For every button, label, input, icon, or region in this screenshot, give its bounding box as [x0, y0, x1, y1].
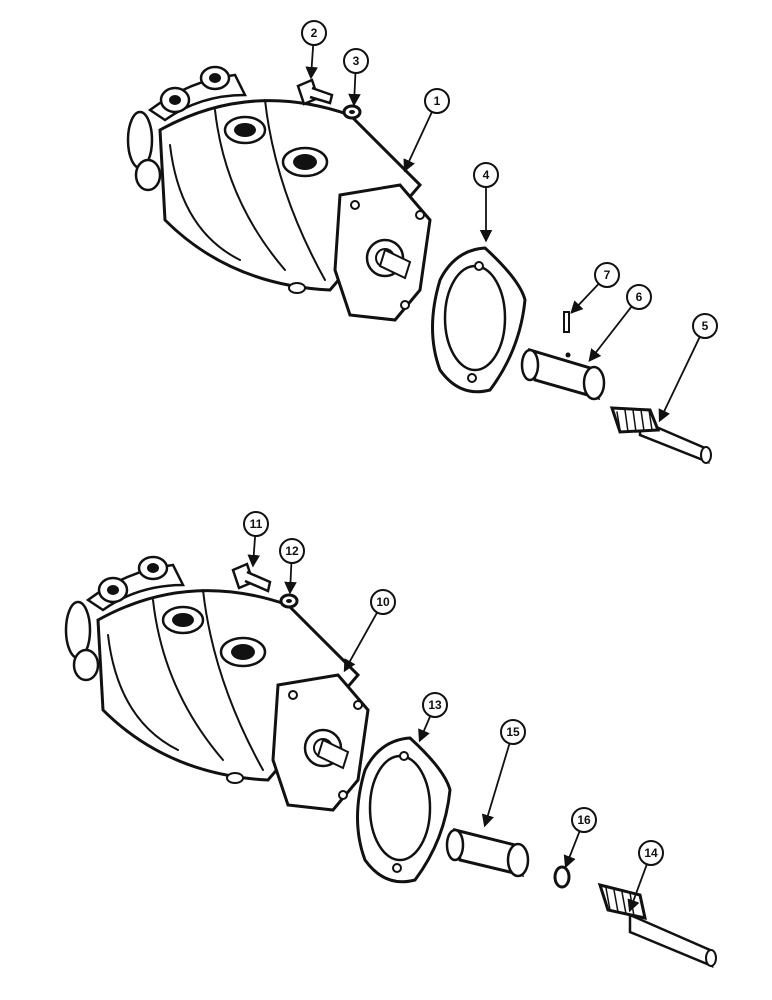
callout-11-circle — [243, 511, 269, 537]
callout-15: 15 — [481, 719, 526, 828]
pump-assembly-bottom — [64, 555, 370, 812]
callout-15-leader — [481, 743, 511, 828]
callout-4: 4 — [473, 162, 499, 243]
callout-12-circle — [279, 538, 305, 564]
callout-3-circle — [343, 48, 369, 74]
callout-6: 6 — [588, 284, 652, 362]
gasket-part-4 — [431, 246, 527, 394]
callout-16-circle — [571, 807, 597, 833]
bolt-part-2 — [296, 78, 334, 106]
callout-12: 12 — [279, 538, 305, 595]
callout-16-leader — [563, 830, 581, 869]
splined-shaft-part-5 — [609, 406, 712, 465]
callout-15-number: 15 — [506, 725, 520, 739]
callout-5: 5 — [658, 313, 718, 423]
callout-10-circle — [370, 589, 396, 615]
pump-assembly-top — [126, 65, 432, 322]
callout-7: 7 — [570, 262, 620, 314]
callout-3-leader — [348, 72, 361, 107]
callout-12-number: 12 — [285, 544, 299, 558]
callout-7-number: 7 — [604, 268, 611, 282]
callout-6-circle — [626, 284, 652, 310]
callout-10-leader — [343, 612, 378, 673]
callout-6-leader — [588, 305, 633, 362]
callout-11-leader — [247, 535, 261, 568]
callout-5-circle — [692, 313, 718, 339]
callout-13-leader — [418, 715, 432, 743]
callout-4-number: 4 — [483, 168, 490, 182]
callout-3-number: 3 — [353, 54, 360, 68]
callout-3: 3 — [343, 48, 369, 107]
gasket-part-13 — [356, 736, 452, 884]
callout-2-leader — [305, 44, 318, 80]
washer-part-12 — [279, 593, 299, 609]
callout-16-number: 16 — [577, 813, 591, 827]
callout-13-circle — [422, 692, 448, 718]
callout-5-leader — [658, 336, 701, 423]
callout-11: 11 — [243, 511, 269, 568]
roll-pin-part-7 — [563, 311, 570, 333]
callout-10: 10 — [343, 589, 396, 673]
callout-13-number: 13 — [428, 698, 442, 712]
splined-shaft-part-14 — [597, 882, 717, 968]
callout-1-number: 1 — [434, 94, 441, 108]
callout-7-circle — [594, 262, 620, 288]
callout-13: 13 — [418, 692, 448, 743]
callout-1: 1 — [403, 88, 450, 173]
washer-part-3 — [342, 104, 362, 120]
snap-ring-part-16 — [553, 865, 571, 889]
coupling-part-15 — [445, 827, 530, 878]
callout-14-circle — [638, 840, 664, 866]
callout-14: 14 — [627, 840, 664, 913]
coupling-part-6 — [520, 347, 606, 401]
callout-2: 2 — [301, 20, 327, 80]
callout-1-leader — [403, 111, 433, 173]
callout-14-leader — [627, 863, 648, 913]
callout-2-circle — [301, 20, 327, 46]
callout-15-circle — [500, 719, 526, 745]
callout-7-leader — [570, 283, 600, 314]
callout-14-number: 14 — [644, 846, 658, 860]
callout-11-number: 11 — [250, 517, 263, 531]
callout-16: 16 — [563, 807, 597, 869]
callout-12-leader — [284, 562, 297, 595]
callout-4-circle — [473, 162, 499, 188]
callout-6-number: 6 — [636, 290, 643, 304]
callout-1-circle — [424, 88, 450, 114]
callout-2-number: 2 — [311, 26, 318, 40]
callout-5-number: 5 — [702, 319, 709, 333]
bolt-part-11 — [231, 562, 272, 593]
callout-10-number: 10 — [376, 595, 390, 609]
